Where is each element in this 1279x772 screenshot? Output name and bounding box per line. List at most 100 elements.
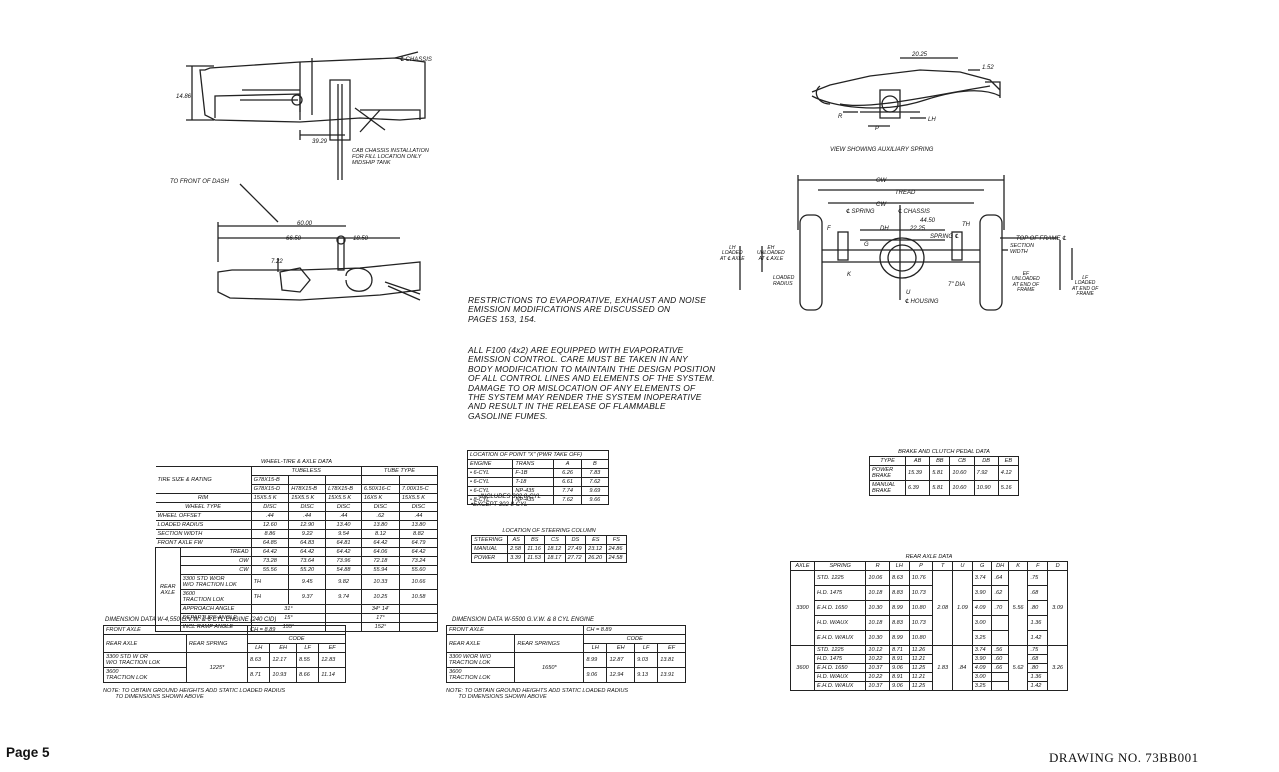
table-cell: MANUAL <box>470 544 509 554</box>
table-cell: 64.79 <box>398 538 439 548</box>
table-header: AB <box>905 456 931 466</box>
label-k: K <box>847 272 852 278</box>
table-cell <box>991 630 1009 646</box>
table-cell: 3.09 <box>1047 570 1068 646</box>
table-cell: 7.92 <box>973 465 999 481</box>
table-cell: .66 <box>991 663 1009 673</box>
table-cell: F-1B <box>512 468 555 478</box>
table-cell: 9.45 <box>288 574 327 590</box>
table-cell: 5.81 <box>929 480 951 496</box>
table-cell: 10.37 <box>865 663 890 673</box>
table-cell: 55.20 <box>288 565 327 575</box>
table-header: AS <box>507 535 526 545</box>
table-cell: • 8-CYL <box>466 495 514 505</box>
table-cell: OW <box>179 556 252 566</box>
table-cell: 16X5 K <box>360 493 400 503</box>
restrictions-note: RESTRICTIONS TO EVAPORATIVE, EXHAUST AND… <box>468 295 707 324</box>
table-cell: 9.74 <box>325 589 362 605</box>
table-cell: TREAD <box>179 547 252 557</box>
table-cell: 8.55 <box>295 652 320 668</box>
drawing-number: DRAWING NO. 73BB001 <box>1049 750 1199 765</box>
table-cell: CW <box>179 565 252 575</box>
label-lf-right: LF LOADED AT END OF FRAME <box>1072 275 1099 298</box>
table-cell: 9.69 <box>580 486 610 496</box>
table-cell: 64.42 <box>325 547 362 557</box>
table-cell: 12.90 <box>288 520 327 530</box>
label-top-frame: TOP OF FRAME ℄ <box>1016 235 1066 242</box>
label-tread: TREAD <box>895 190 916 196</box>
table-cell: 64.42 <box>288 547 327 557</box>
table-cell: 2.08 <box>932 570 954 646</box>
table-cell: 9.06 <box>888 663 910 673</box>
label-22-25: 22.25 <box>909 226 926 232</box>
table-cell: .70 <box>991 600 1009 616</box>
table-cell: 8.63 <box>888 570 910 586</box>
table-cell: 13.40 <box>325 520 362 530</box>
table-header: EH <box>606 643 636 653</box>
table-cell: 6.26 <box>553 468 582 478</box>
table-cell: 12.94 <box>606 667 636 683</box>
dim-39-29: 39.29 <box>312 139 328 145</box>
table-cell: 72.18 <box>360 556 400 566</box>
table-cell: 6.39 <box>905 480 931 496</box>
tubeless-header: TUBELESS <box>250 466 362 476</box>
table-cell: .84 <box>952 645 973 691</box>
table-cell: 11.25 <box>908 663 934 673</box>
wheel-tire-title: WHEEL-TIRE & AXLE DATA <box>155 458 438 467</box>
table-cell: 10.30 <box>865 630 890 646</box>
table-cell: 18.17 <box>544 553 566 563</box>
table-cell: 23.12 <box>585 544 607 554</box>
page-number: Page 5 <box>6 745 50 760</box>
table-cell: 11.14 <box>318 667 346 683</box>
table-header: A <box>553 459 582 469</box>
table-cell: .75 <box>1027 645 1049 655</box>
table-cell: 13.81 <box>657 652 686 668</box>
table-cell: 3300 STD W OR W/O TRACTION LOK <box>103 652 187 668</box>
table-cell: .44 <box>288 511 327 521</box>
label-ef-right: EF UNLOADED AT END OF FRAME <box>1012 271 1040 294</box>
table-cell: 10.22 <box>865 672 890 682</box>
table-header: EB <box>997 456 1020 466</box>
table-cell: 9.37 <box>288 589 327 605</box>
table-cell: G78X15-D <box>250 484 290 494</box>
dim-20-25: 20.25 <box>911 52 928 58</box>
table-cell: .44 <box>398 511 439 521</box>
table-cell: T-18 <box>512 477 555 487</box>
table-cell: 4.12 <box>997 465 1020 481</box>
table-cell: H.D. 1475 <box>813 585 867 601</box>
code-header: CODE <box>247 634 346 644</box>
table-cell: 8.71 <box>888 645 910 655</box>
table-cell: 55.94 <box>360 565 400 575</box>
table-header: EF <box>318 643 346 653</box>
table-cell: H.D. W/AUX <box>813 615 867 631</box>
table-cell: .68 <box>1027 585 1049 601</box>
table-cell: H78X15-B <box>288 484 327 494</box>
table-header: DS <box>564 535 587 545</box>
table-cell: 34° 14' <box>360 604 400 614</box>
table-header: R <box>865 561 890 571</box>
table-cell: 8.66 <box>295 667 320 683</box>
dim-60: 60.00 <box>297 221 313 227</box>
approach-angle-label: APPROACH ANGLE <box>179 604 252 614</box>
table-header: DH <box>991 561 1009 571</box>
table-cell: 3600 TRACTION LOK <box>445 667 516 683</box>
table-cell: E.H.D. 1650 <box>813 663 867 673</box>
rear-spring-header: REAR SPRING <box>185 634 249 653</box>
table-cell: 10.80 <box>908 630 934 646</box>
label-chassis-cl: ℄ CHASSIS <box>898 208 930 215</box>
table-cell: 64.42 <box>360 538 400 548</box>
table-cell: 3.90 <box>971 654 993 664</box>
label-spring-cl-2: SPRING ℄ <box>930 233 959 240</box>
table-cell: E.H.D. 1650 <box>813 600 867 616</box>
table-cell: .62 <box>991 585 1009 601</box>
table-cell: .68 <box>1027 654 1049 664</box>
table-cell: 3.90 <box>971 585 993 601</box>
table-cell <box>991 681 1009 691</box>
table-cell: 4.09 <box>971 663 993 673</box>
